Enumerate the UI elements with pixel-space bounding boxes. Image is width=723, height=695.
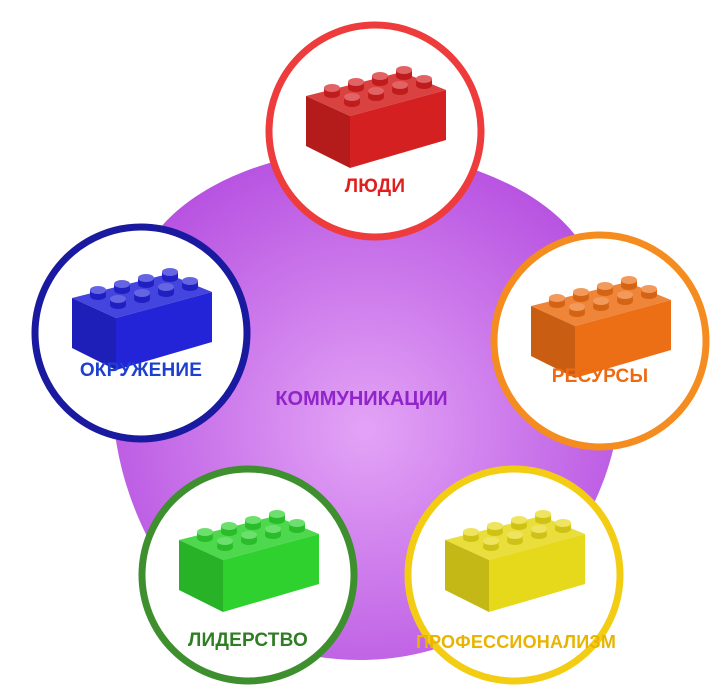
node-label: ЛЮДИ xyxy=(344,176,406,197)
brick-icon xyxy=(404,465,624,685)
node-label: РЕСУРСЫ xyxy=(551,366,649,387)
brick-icon xyxy=(138,465,358,685)
brick xyxy=(531,276,671,378)
brick xyxy=(445,510,585,612)
node-people: ЛЮДИ xyxy=(262,18,488,244)
node-environment: ОКРУЖЕНИЕ xyxy=(28,220,254,446)
node-leadership: ЛИДЕРСТВО xyxy=(135,462,361,688)
brick xyxy=(179,510,319,612)
brick xyxy=(72,268,212,370)
brick-icon xyxy=(265,21,485,241)
node-label: ПРОФЕССИОНАЛИЗМ xyxy=(415,632,617,652)
brick xyxy=(306,66,446,168)
node-resources: РЕСУРСЫ xyxy=(487,228,713,454)
node-label: ЛИДЕРСТВО xyxy=(187,630,309,651)
brick-icon xyxy=(490,231,710,451)
center-label: КОММУНИКАЦИИ xyxy=(275,388,448,410)
node-professionalism: ПРОФЕССИОНАЛИЗМ xyxy=(401,462,627,688)
brick-icon xyxy=(31,223,251,443)
node-label: ОКРУЖЕНИЕ xyxy=(79,360,203,381)
